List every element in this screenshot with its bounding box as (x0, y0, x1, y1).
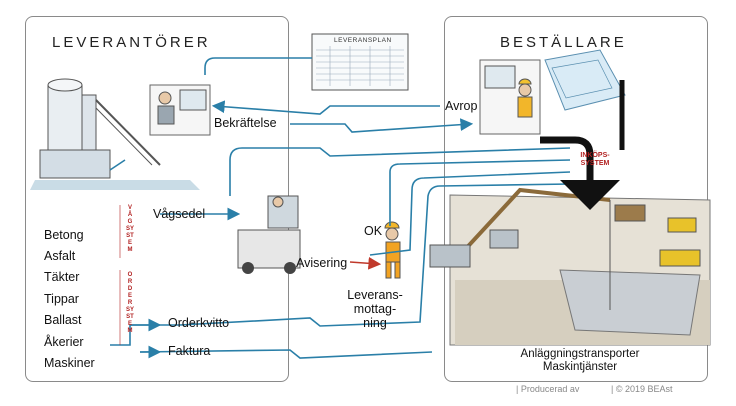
buyer-office-illustration (479, 49, 626, 135)
leveransplan-title: LEVERANSPLAN (334, 37, 392, 44)
supplier-takter: Täkter (44, 270, 80, 284)
delivery-worker-illustration (384, 221, 401, 279)
flow-ok: OK (364, 224, 383, 238)
flow-leveransmottagning: Leverans- mottag- ning (342, 288, 408, 330)
inkop-line-2: SYSTEM (580, 160, 610, 167)
leverans-line-3: ning (363, 316, 387, 330)
flow-bekraftelse: Bekräftelse (214, 116, 277, 130)
supplier-asfalt: Asfalt (44, 249, 76, 263)
site-label: Anläggningstransporter Maskintjänster (490, 348, 670, 374)
inkop-line-1: INKÖPS- (580, 152, 610, 159)
leveransplan-document (311, 33, 409, 91)
supplier-akerier: Åkerier (44, 335, 84, 349)
leverans-line-2: mottag- (353, 302, 397, 316)
flow-orderkvitto: Orderkvitto (168, 316, 230, 330)
site-label-line-1: Anläggningstransporter (520, 348, 640, 360)
construction-site-illustration (429, 187, 711, 346)
buyers-title: BESTÄLLARE (500, 34, 627, 51)
supplier-maskiner: Maskiner (44, 356, 95, 370)
footer-copyright: | © 2019 BEAst (611, 384, 673, 394)
supplier-betong: Betong (44, 228, 84, 242)
footer-produced: | Producerad av (516, 384, 580, 394)
concrete-plant-illustration (30, 78, 200, 190)
flow-vagsedel: Vågsedel (153, 207, 206, 221)
flow-avrop: Avrop (445, 99, 478, 113)
supplier-tippar: Tippar (44, 292, 79, 306)
supplier-office-illustration (149, 84, 211, 136)
order-system-label: ORDERSYSTEM (126, 272, 135, 334)
flow-avisering: Avisering (296, 256, 348, 270)
purchasing-system-label: INKÖPS- SYSTEM (575, 152, 615, 168)
suppliers-title: LEVERANTÖRER (52, 34, 211, 51)
weighing-system-label: VÅGSYSTEM (126, 205, 135, 253)
flow-faktura: Faktura (168, 344, 211, 358)
truck-driver-illustration (237, 195, 301, 274)
leverans-line-1: Leverans- (347, 288, 403, 302)
supplier-ballast: Ballast (44, 313, 82, 327)
site-label-line-2: Maskintjänster (542, 361, 618, 373)
flow-lines (109, 57, 571, 359)
purchasing-system-block (540, 80, 625, 210)
